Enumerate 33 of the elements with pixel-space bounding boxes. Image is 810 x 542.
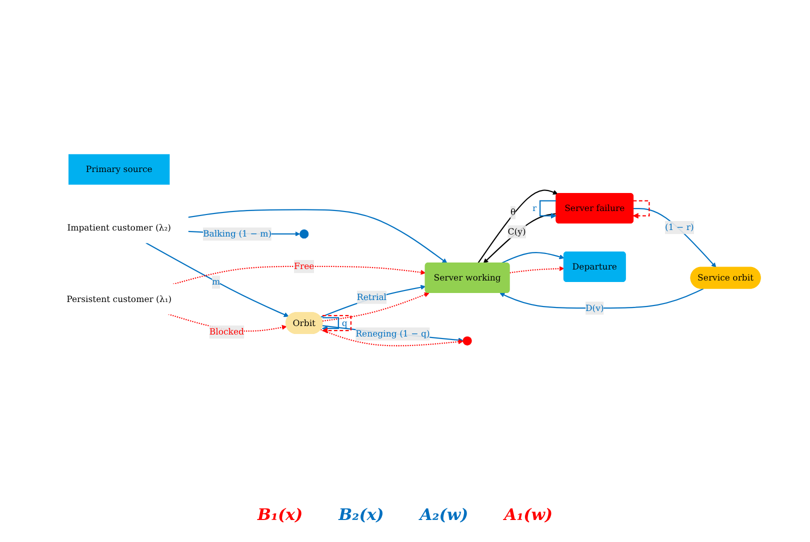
edge-label: D(v) <box>585 302 604 313</box>
edge-label: C(y) <box>508 226 526 237</box>
arrow <box>500 288 704 309</box>
rate-label: A₂(w) <box>420 505 468 524</box>
rate-label: B₁(x) <box>257 505 303 524</box>
node-circle <box>300 229 309 238</box>
arrow <box>322 292 430 322</box>
rate-label: B₂(x) <box>338 505 384 524</box>
edge-label: r <box>532 204 537 214</box>
edge-label: Blocked <box>209 326 244 337</box>
edge-label: Reneging (1 − q) <box>356 328 430 339</box>
edge-label: θ <box>510 207 516 218</box>
arrow <box>146 242 289 317</box>
node-box <box>68 154 170 185</box>
edge-label: Balking (1 − m) <box>202 228 272 239</box>
node-circle <box>462 336 472 346</box>
edge-label: Retrial <box>356 292 387 302</box>
arrow <box>320 284 426 318</box>
queue-diagram: Balking (1 − m) m Free Blocked Retrial Reneging (1 − q) θ C(y) (1 − r) D(v) Primary source Impatient customer (λ₂) Persistent customer (λ₁) Orbit Server working Server failure Service orbit Departure q r <box>5 110 805 390</box>
arrow <box>483 213 556 264</box>
edge-label: m <box>212 276 220 287</box>
arrow <box>320 328 464 346</box>
arrow <box>478 189 558 264</box>
arrow <box>634 208 716 268</box>
rate-label: A₁(w) <box>504 505 553 524</box>
edge-label: Free <box>294 261 314 272</box>
node-text: Impatient customer (λ₂) <box>67 222 171 233</box>
edge-label: (1 − r) <box>664 222 694 232</box>
arrow <box>172 266 426 285</box>
edge-label: q <box>342 318 348 329</box>
arrow <box>510 266 564 274</box>
arrow <box>501 252 564 264</box>
node-text: Persistent customer (λ₁) <box>66 294 172 304</box>
